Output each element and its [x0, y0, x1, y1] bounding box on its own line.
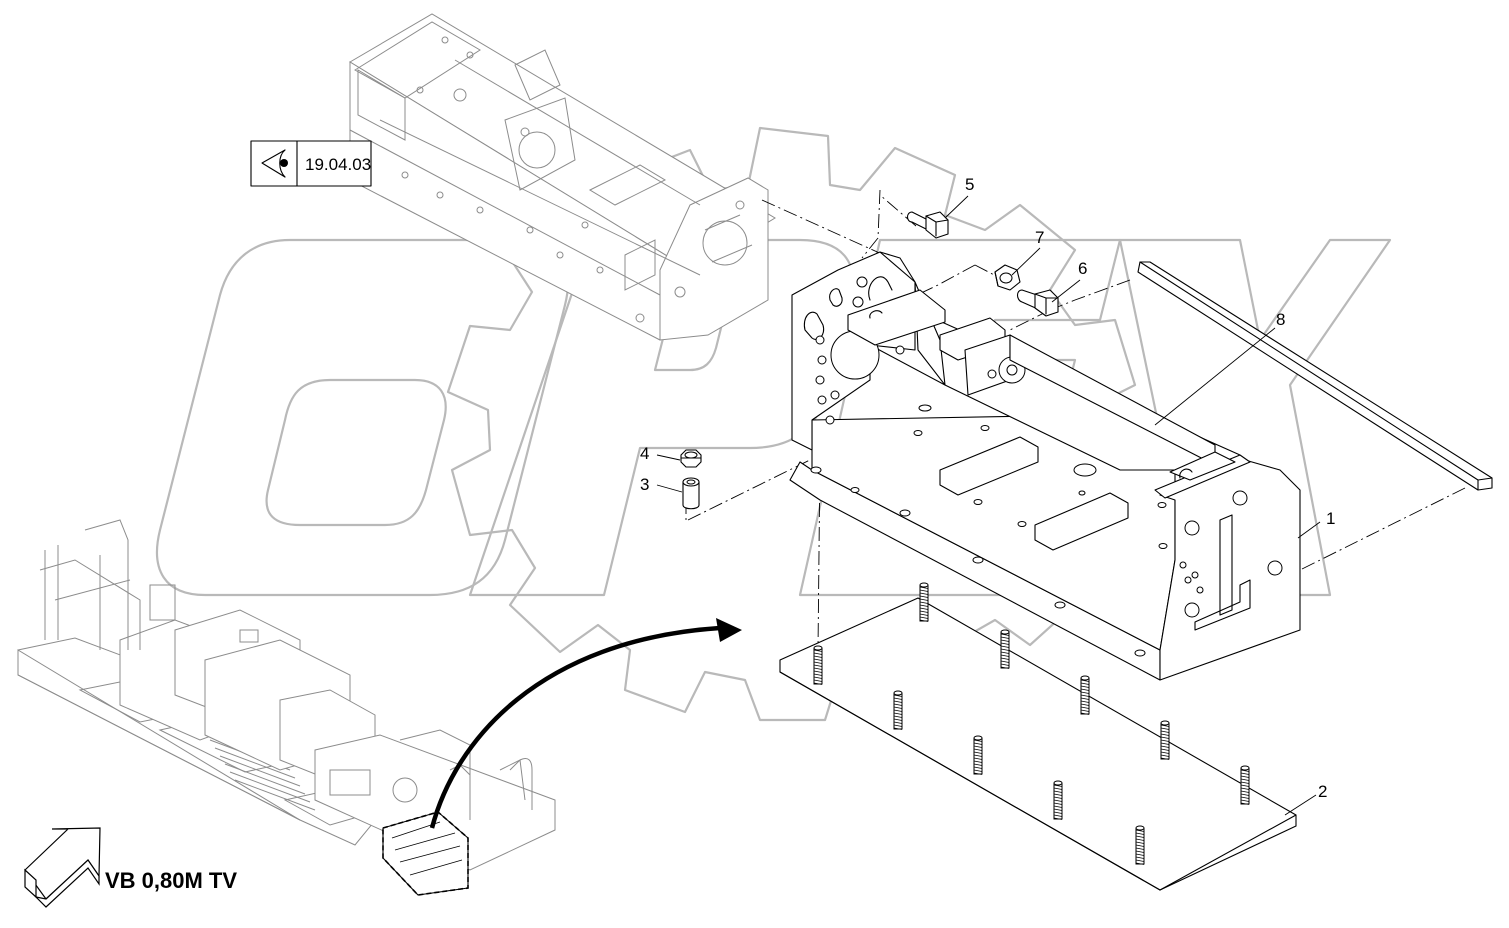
callout-6[interactable]: 6	[1078, 259, 1087, 278]
callout-7[interactable]: 7	[1035, 228, 1044, 247]
stud-bolt	[1240, 765, 1250, 805]
watermark-gear	[446, 126, 1142, 722]
stud-bolt	[813, 645, 823, 685]
callout-8[interactable]: 8	[1276, 310, 1285, 329]
stud-bolt	[1160, 720, 1170, 760]
stud-bolt	[919, 582, 929, 622]
stud-bolt	[1000, 629, 1010, 669]
view-direction-arrow	[24, 827, 101, 908]
main-bracket-part-1	[789, 251, 1301, 681]
flat-bar-part-8	[1137, 261, 1493, 491]
stud-bolt	[1080, 675, 1090, 715]
reference-box[interactable]: 19.04.03	[250, 140, 372, 187]
callout-1[interactable]: 1	[1326, 509, 1335, 528]
callout-2[interactable]: 2	[1318, 782, 1327, 801]
stud-bolt	[893, 690, 903, 730]
callout-5[interactable]: 5	[965, 175, 974, 194]
stud-bolt	[973, 735, 983, 775]
reference-code: 19.04.03	[305, 155, 371, 174]
eye-view-icon	[261, 149, 288, 178]
stud-bolt	[1053, 780, 1063, 820]
nut-part-7	[994, 264, 1021, 291]
base-plate-part-2	[779, 597, 1297, 891]
callout-4[interactable]: 4	[640, 444, 649, 463]
bolt-part-5	[906, 211, 949, 239]
stud-bolt	[1135, 825, 1145, 865]
detail-arrow	[429, 618, 742, 829]
callout-3[interactable]: 3	[640, 475, 649, 494]
overview-machine	[17, 519, 556, 896]
callout-leaders	[656, 195, 1321, 816]
watermark-letter-o	[155, 238, 570, 597]
callouts: 1 2 3 4 5 6 7 8	[640, 175, 1335, 801]
nut-part-4	[680, 449, 702, 468]
context-frame-assembly	[349, 13, 776, 341]
sleeve-part-3	[682, 477, 700, 510]
bolt-part-6	[1016, 289, 1059, 317]
view-label: VB 0,80M TV	[105, 868, 237, 893]
base-plate-studs	[813, 582, 1250, 865]
